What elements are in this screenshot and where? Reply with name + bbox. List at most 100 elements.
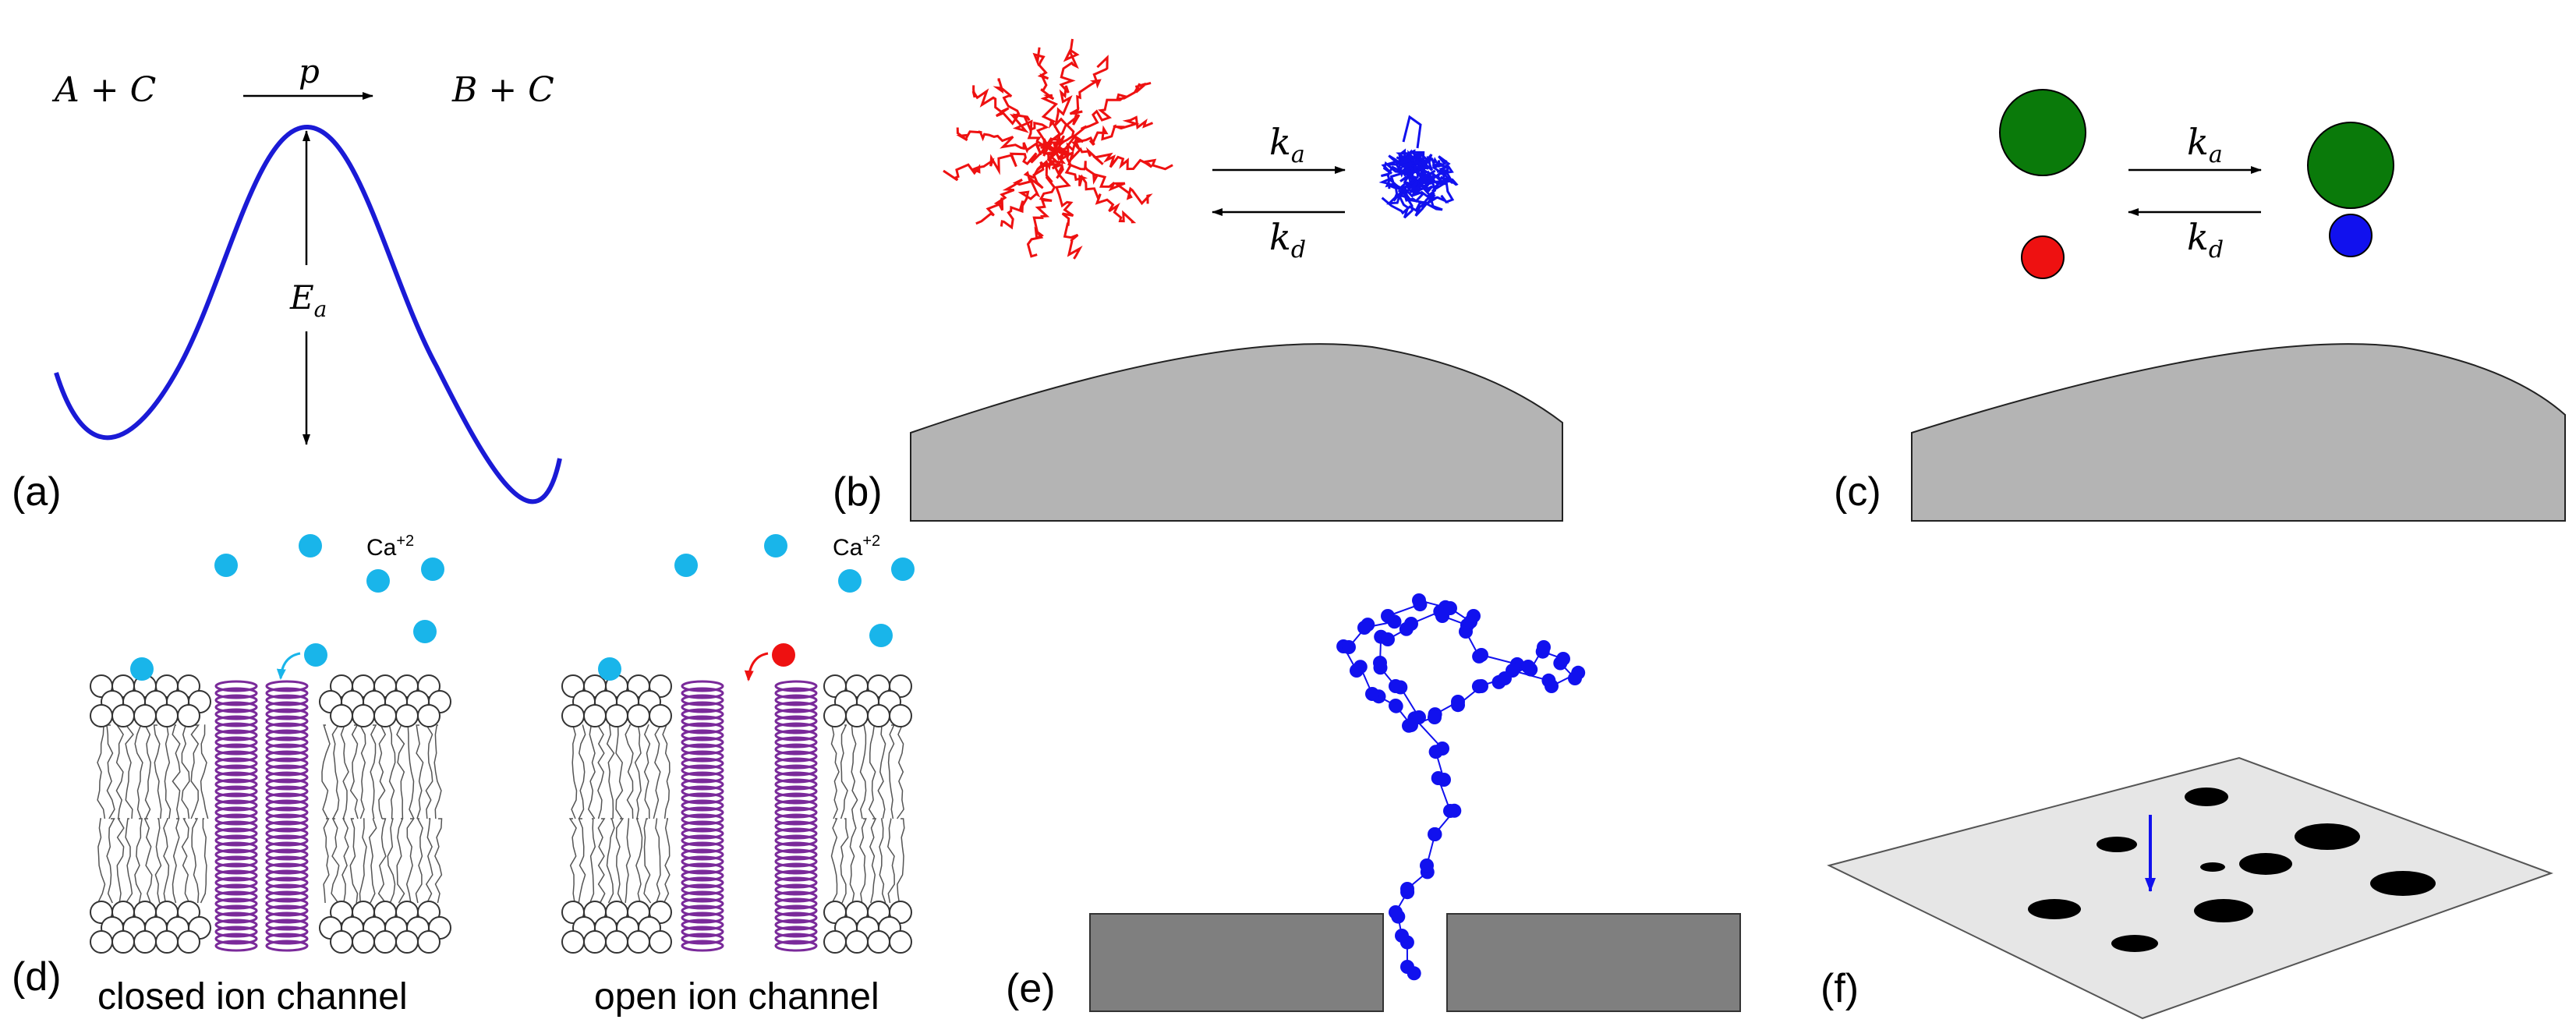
helix-turn — [681, 771, 724, 784]
lipid-head — [823, 930, 847, 954]
helix-turn — [681, 904, 724, 917]
helix-turn — [265, 750, 309, 763]
polymer-arm — [1055, 115, 1154, 155]
lipid-tail — [587, 724, 596, 819]
helix-turn — [214, 904, 258, 917]
lipid-head — [373, 704, 397, 727]
binding-surface — [1911, 343, 2566, 522]
lipid-tail — [425, 818, 433, 904]
helix-turn — [774, 715, 818, 727]
helix-turn — [214, 764, 258, 777]
helix-turn — [774, 862, 818, 875]
lipid-head — [605, 930, 628, 954]
lipid-tail — [349, 818, 359, 904]
lipid-tail — [425, 724, 433, 819]
chain-bead — [1389, 905, 1403, 919]
helix-turn — [265, 820, 309, 833]
helix-turn — [265, 680, 309, 692]
lipid-tail — [396, 818, 405, 904]
helix-turn — [214, 933, 258, 945]
calcium-ion — [366, 569, 390, 593]
chain-bead — [1443, 601, 1457, 615]
pore — [2194, 899, 2253, 922]
helix-turn — [265, 883, 309, 896]
helix-turn — [214, 834, 258, 847]
lipid-tail — [116, 818, 125, 904]
helix-turn — [214, 743, 258, 756]
pore — [2028, 899, 2081, 919]
lipid-tail — [331, 724, 340, 819]
ion-label-open-charge: +2 — [862, 533, 880, 550]
chain-bead — [1381, 609, 1395, 623]
helix-turn — [774, 897, 818, 910]
lipid-tail — [896, 724, 904, 819]
lipid-tail — [368, 818, 377, 904]
polymer-arm — [1053, 81, 1152, 153]
calcium-ion — [413, 620, 437, 643]
helix-turn — [265, 694, 309, 706]
pore — [2111, 935, 2158, 952]
chain-bead — [1404, 617, 1418, 631]
calcium-ion — [421, 557, 444, 581]
lipid-head — [155, 930, 179, 954]
helix-turn — [681, 687, 724, 699]
helix-turn — [774, 750, 818, 763]
helix-turn — [214, 736, 258, 749]
translocating-chain — [1336, 593, 1586, 981]
helix-turn — [265, 834, 309, 847]
lipid-tail — [571, 724, 578, 819]
ion-label-closed: Ca+2 — [366, 533, 414, 561]
lipid-tail — [615, 724, 624, 819]
lipid-tail — [887, 818, 895, 904]
calcium-ion — [299, 534, 322, 557]
chain-bead — [1350, 664, 1364, 678]
helix-turn — [265, 715, 309, 727]
helix-turn — [774, 792, 818, 805]
helix-turn — [265, 827, 309, 840]
panel-d-label: (d) — [12, 954, 62, 1000]
globule-segment — [1381, 148, 1443, 211]
globule-tail — [1402, 115, 1422, 149]
lipid-tail — [370, 724, 377, 819]
ion-label-open: Ca+2 — [833, 533, 880, 561]
lipid-tail — [125, 724, 134, 819]
helix-turn — [774, 933, 818, 945]
lipid-head — [561, 704, 585, 727]
polymer-arm — [1026, 151, 1063, 258]
lipid-tail — [877, 724, 886, 819]
lipid-bilayer-left — [90, 674, 451, 954]
helix-turn — [681, 715, 724, 727]
calcium-ion — [674, 554, 698, 577]
lipid-head — [889, 930, 912, 954]
helix-turn — [681, 855, 724, 868]
helix-turn — [681, 897, 724, 910]
helix-turn — [774, 876, 818, 889]
lipid-tail — [341, 818, 349, 904]
lipid-tail — [153, 724, 162, 819]
lipid-head — [395, 930, 419, 954]
association-rate-subscript: a — [2209, 141, 2223, 168]
lipid-tail — [434, 818, 443, 904]
helix-turn — [214, 722, 258, 734]
pore — [2185, 788, 2228, 806]
helix-turn — [774, 729, 818, 742]
helix-turn — [681, 827, 724, 840]
lipid-tail — [615, 818, 625, 904]
helix-turn — [214, 940, 258, 952]
panel-e-label: (e) — [1006, 966, 1056, 1011]
lipid-tail — [830, 818, 838, 904]
rate-label: p — [299, 52, 320, 90]
helix-turn — [265, 799, 309, 812]
adsorption-rate-symbol: k — [1269, 121, 1291, 163]
wall-right — [1446, 913, 1741, 1012]
lipid-head — [352, 930, 375, 954]
chain-bead — [1389, 679, 1403, 693]
chain-bead — [1545, 679, 1559, 693]
helix-turn — [265, 897, 309, 910]
adsorbing-surface — [910, 343, 1563, 522]
lipid-head — [867, 704, 890, 727]
helix-turn — [214, 897, 258, 910]
lipid-tail — [868, 724, 876, 819]
lipid-tail — [191, 818, 200, 904]
chain-bead — [1474, 679, 1488, 693]
